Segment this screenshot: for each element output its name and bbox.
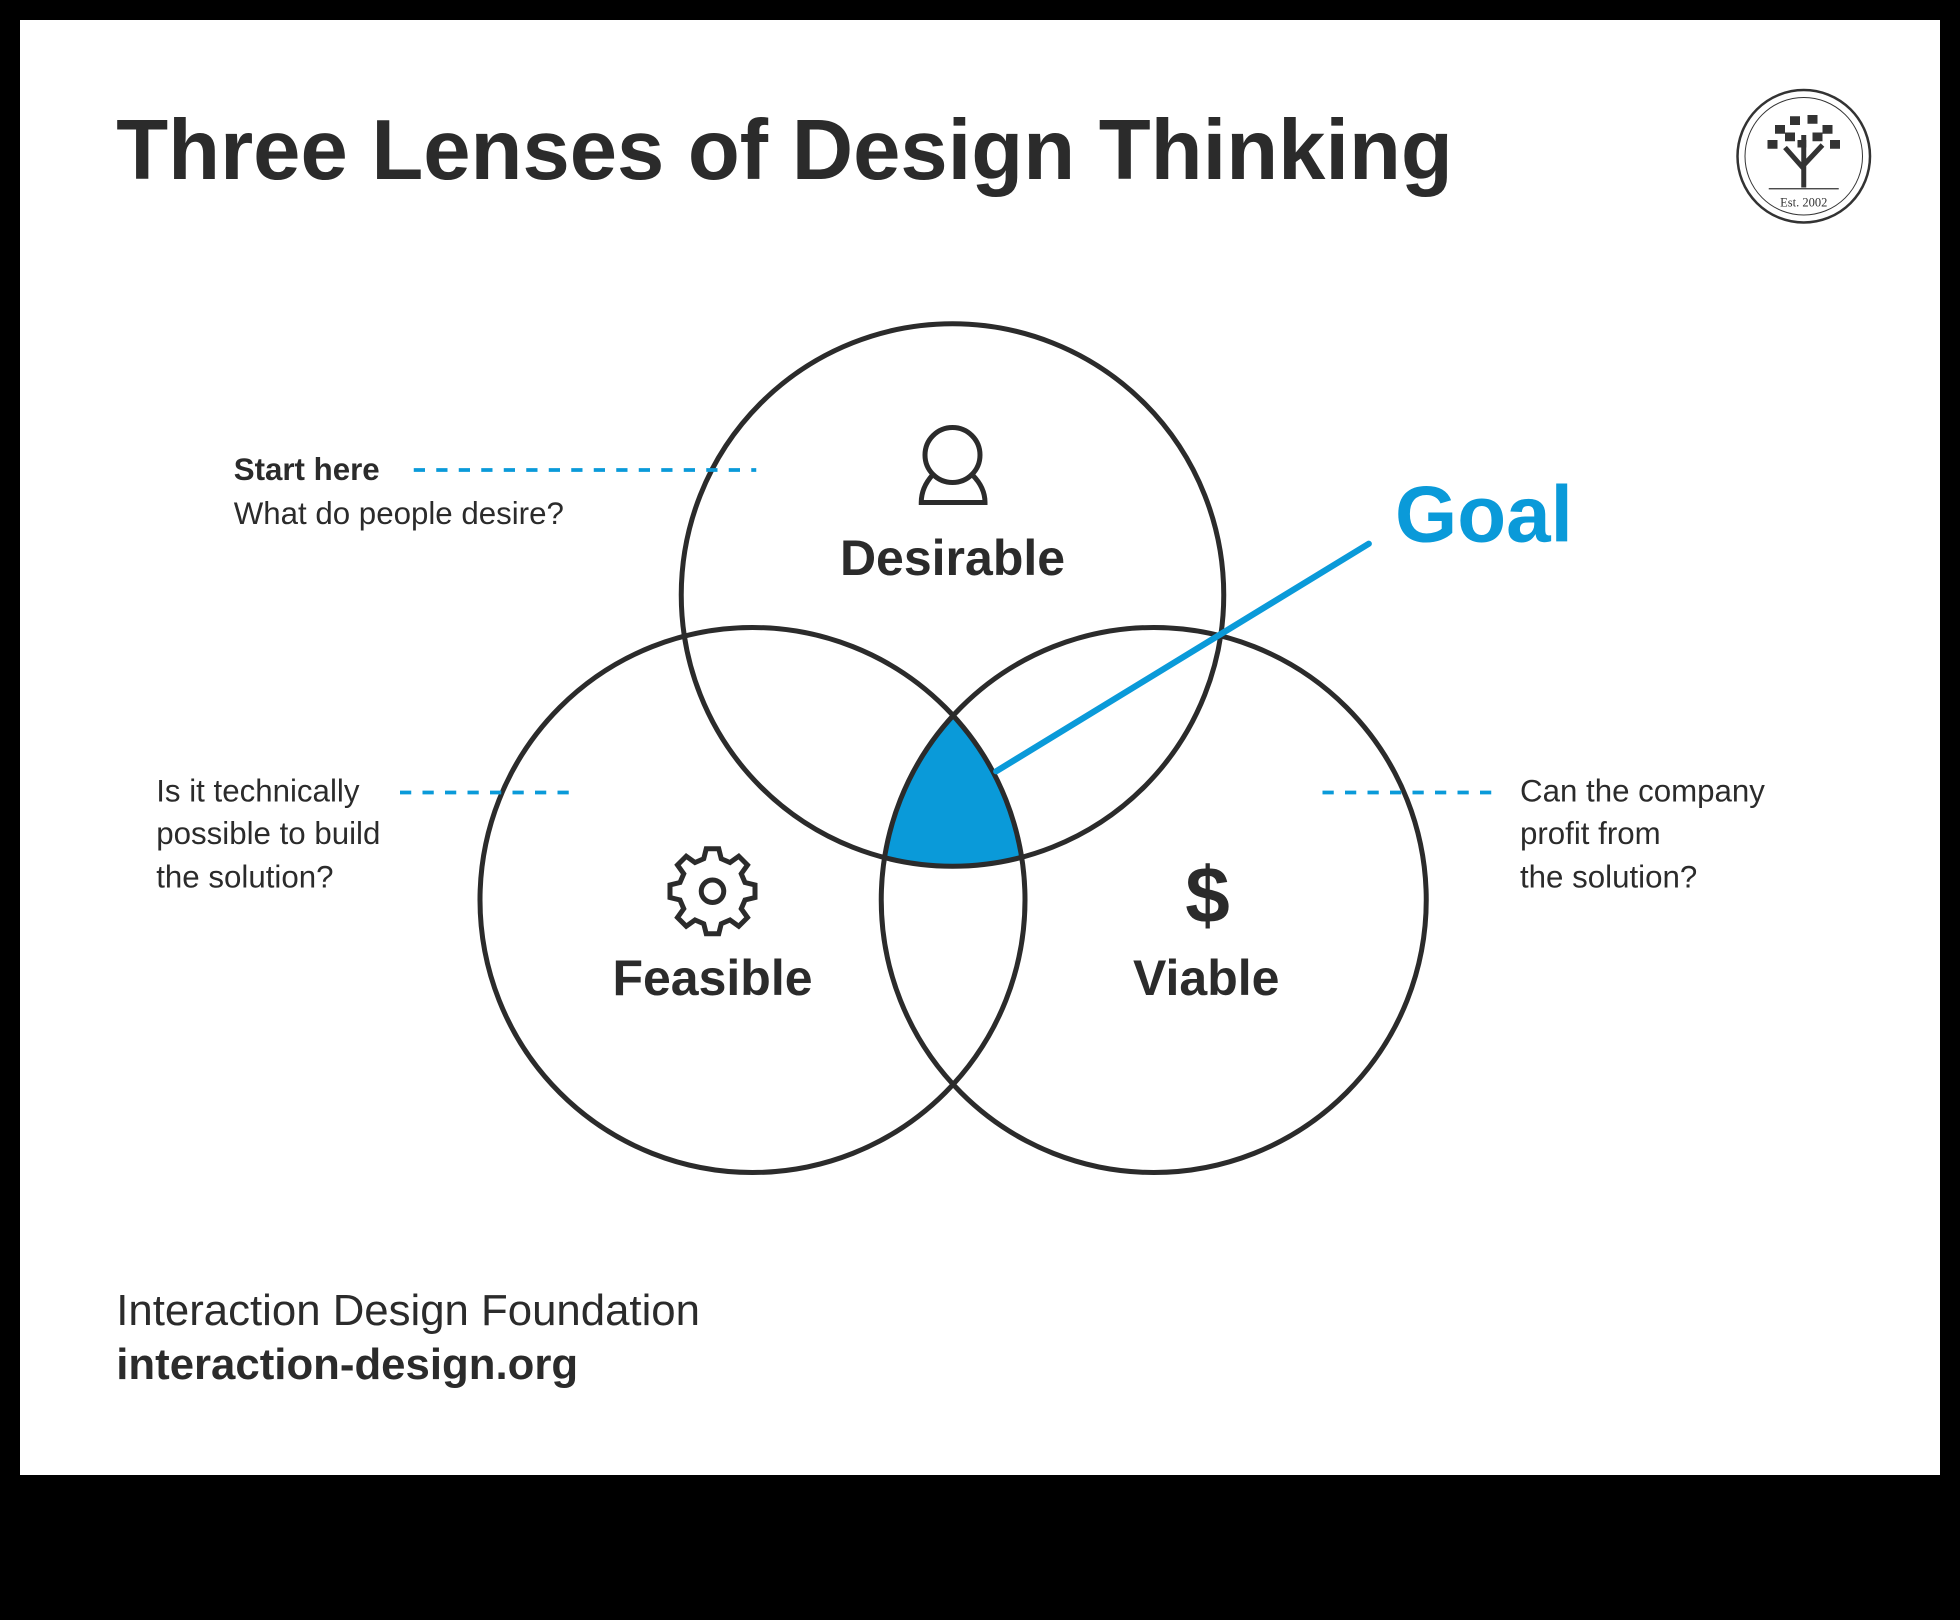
viable-question-line: Can the company <box>1520 773 1765 808</box>
gear-icon <box>667 846 758 937</box>
goal-label: Goal <box>1395 469 1573 558</box>
idf-logo: Est. 2002 <box>1736 88 1872 224</box>
page-title: Three Lenses of Design Thinking <box>116 103 1453 198</box>
feasible-label: Feasible <box>612 950 812 1006</box>
viable-question-line: the solution? <box>1520 860 1697 895</box>
tree-icon <box>1783 135 1825 188</box>
person-icon <box>918 425 988 505</box>
footer-url[interactable]: interaction-design.org <box>116 1340 578 1389</box>
footer-org: Interaction Design Foundation <box>116 1286 700 1335</box>
feasible-question-line: the solution? <box>156 860 333 895</box>
start-here-heading: Start here <box>234 452 380 487</box>
feasible-question: Is it technically possible to build the … <box>156 773 380 894</box>
viable-question: Can the company profit from the solution… <box>1520 773 1765 894</box>
viable-label: Viable <box>1133 950 1279 1006</box>
feasible-question-line: Is it technically <box>156 773 360 808</box>
viable-question-line: profit from <box>1520 816 1661 851</box>
dollar-icon: $ <box>1185 851 1230 940</box>
desirable-circle <box>678 321 1227 869</box>
feasible-question-line: possible to build <box>156 816 380 851</box>
logo-est-text: Est. 2002 <box>1780 195 1827 209</box>
viable-circle <box>878 625 1429 1175</box>
feasible-circle <box>477 625 1028 1175</box>
desirable-label: Desirable <box>840 530 1065 586</box>
desirable-question: What do people desire? <box>234 496 564 531</box>
goal-pointer-line <box>993 540 1372 775</box>
